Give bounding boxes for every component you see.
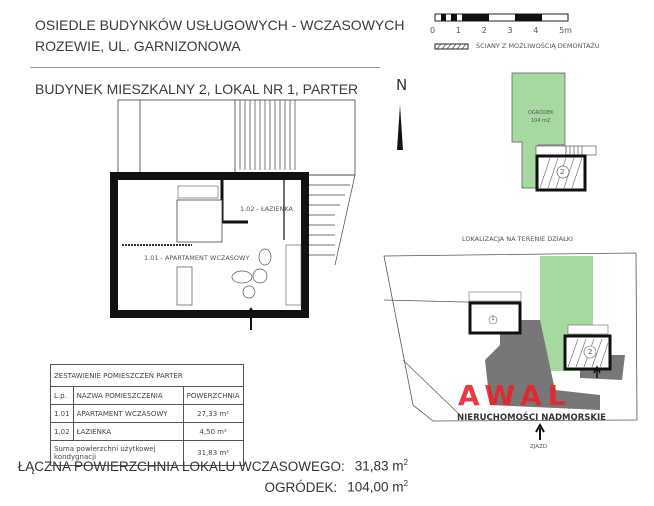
- legend-hatch-swatch: [434, 43, 469, 50]
- table-title: ZESTAWIENIE POMIESZCZEŃ PARTER: [50, 364, 244, 387]
- site-plan: [383, 252, 638, 440]
- garden-total-number: 104,00 m: [347, 479, 404, 495]
- scale-tick: 3: [507, 26, 513, 35]
- north-arrow-icon: [397, 105, 403, 150]
- table-cell: 1.01: [50, 404, 74, 423]
- total-area-value: 31,83 m2: [355, 458, 408, 474]
- watermark-brand: AWAL: [458, 379, 572, 412]
- north-label: N: [396, 76, 408, 94]
- unit-sup: 2: [403, 479, 408, 488]
- table-cell: APARTAMENT WCZASOWY: [72, 404, 184, 423]
- total-area-number: 31,83 m: [354, 458, 404, 474]
- garden-total-value: 104,00 m2: [347, 479, 408, 495]
- site-building-2: 2: [588, 348, 593, 356]
- project-title: OSIEDLE BUDYNKÓW USŁUGOWYCH - WCZASOWYCH: [35, 17, 405, 33]
- table-cell: 27,33 m²: [182, 404, 244, 423]
- garden-label: OGRÓDEK: [528, 110, 554, 116]
- scale-ticks: 0 1 2 3 4 5m: [430, 26, 572, 35]
- table-row: 1.01 APARTAMENT WCZASOWY 27,33 m²: [50, 404, 244, 423]
- table-cell: ŁAZIENKA: [72, 422, 184, 441]
- garden-area: 104 m2: [531, 118, 551, 124]
- total-area-row: ŁĄCZNA POWIERZCHNIA LOKALU WCZASOWEGO: 3…: [18, 458, 408, 474]
- scale-bar: [434, 13, 569, 22]
- garden-total-row: OGRÓDEK: 104,00 m2: [264, 479, 408, 495]
- garden-plan: [511, 72, 597, 192]
- room-label-apartment: 1.01 - APARTAMENT WCZASOWY: [144, 254, 250, 262]
- scale-tick: 0: [430, 26, 436, 35]
- garden-building-no: 2: [560, 168, 565, 176]
- table-row: 1.02 ŁAZIENKA 4,50 m²: [50, 422, 244, 441]
- scale-tick: 1: [455, 26, 461, 35]
- site-title: LOKALIZACJA NA TERENIE DZIAŁKI: [462, 235, 573, 243]
- site-building-1: 1: [491, 315, 495, 322]
- table-header: NAZWA POMIESZCZENIA: [72, 386, 184, 405]
- table-sum-row: Suma powierzchni użytkowej kondygnacji 3…: [50, 440, 244, 466]
- scale-tick: 5m: [559, 26, 572, 35]
- table-sum-value: 31,83 m²: [182, 440, 244, 466]
- apartment-floor-plan: [110, 99, 356, 330]
- unit-sup: 2: [403, 458, 408, 467]
- table-header: L.p.: [50, 386, 74, 405]
- legend-label: ŚCIANY Z MOŻLIWOŚCIĄ DEMONTAŻU: [476, 42, 600, 50]
- table-cell: 4,50 m²: [182, 422, 244, 441]
- garden-total-label: OGRÓDEK:: [264, 479, 338, 495]
- table-header: POWERZCHNIA: [182, 386, 244, 405]
- entrance-label: ZJAZD: [530, 444, 548, 450]
- project-address: ROZEWIE, UL. GARNIZONOWA: [35, 38, 241, 54]
- table-sum-label: Suma powierzchni użytkowej kondygnacji: [50, 440, 184, 466]
- watermark-tagline: NIERUCHOMOŚCI NADMORSKIE: [457, 413, 606, 423]
- unit-subtitle: BUDYNEK MIESZKALNY 2, LOKAL NR 1, PARTER: [35, 81, 359, 97]
- scale-tick: 4: [533, 26, 539, 35]
- room-label-bathroom: 1.02 - ŁAZIENKA: [240, 205, 293, 213]
- scale-tick: 2: [481, 26, 487, 35]
- table-cell: 1.02: [50, 422, 74, 441]
- divider: [30, 67, 380, 68]
- rooms-table: ZESTAWIENIE POMIESZCZEŃ PARTER L.p. NAZW…: [50, 364, 244, 466]
- table-header-row: L.p. NAZWA POMIESZCZENIA POWERZCHNIA: [50, 386, 244, 405]
- total-area-label: ŁĄCZNA POWIERZCHNIA LOKALU WCZASOWEGO:: [17, 458, 345, 474]
